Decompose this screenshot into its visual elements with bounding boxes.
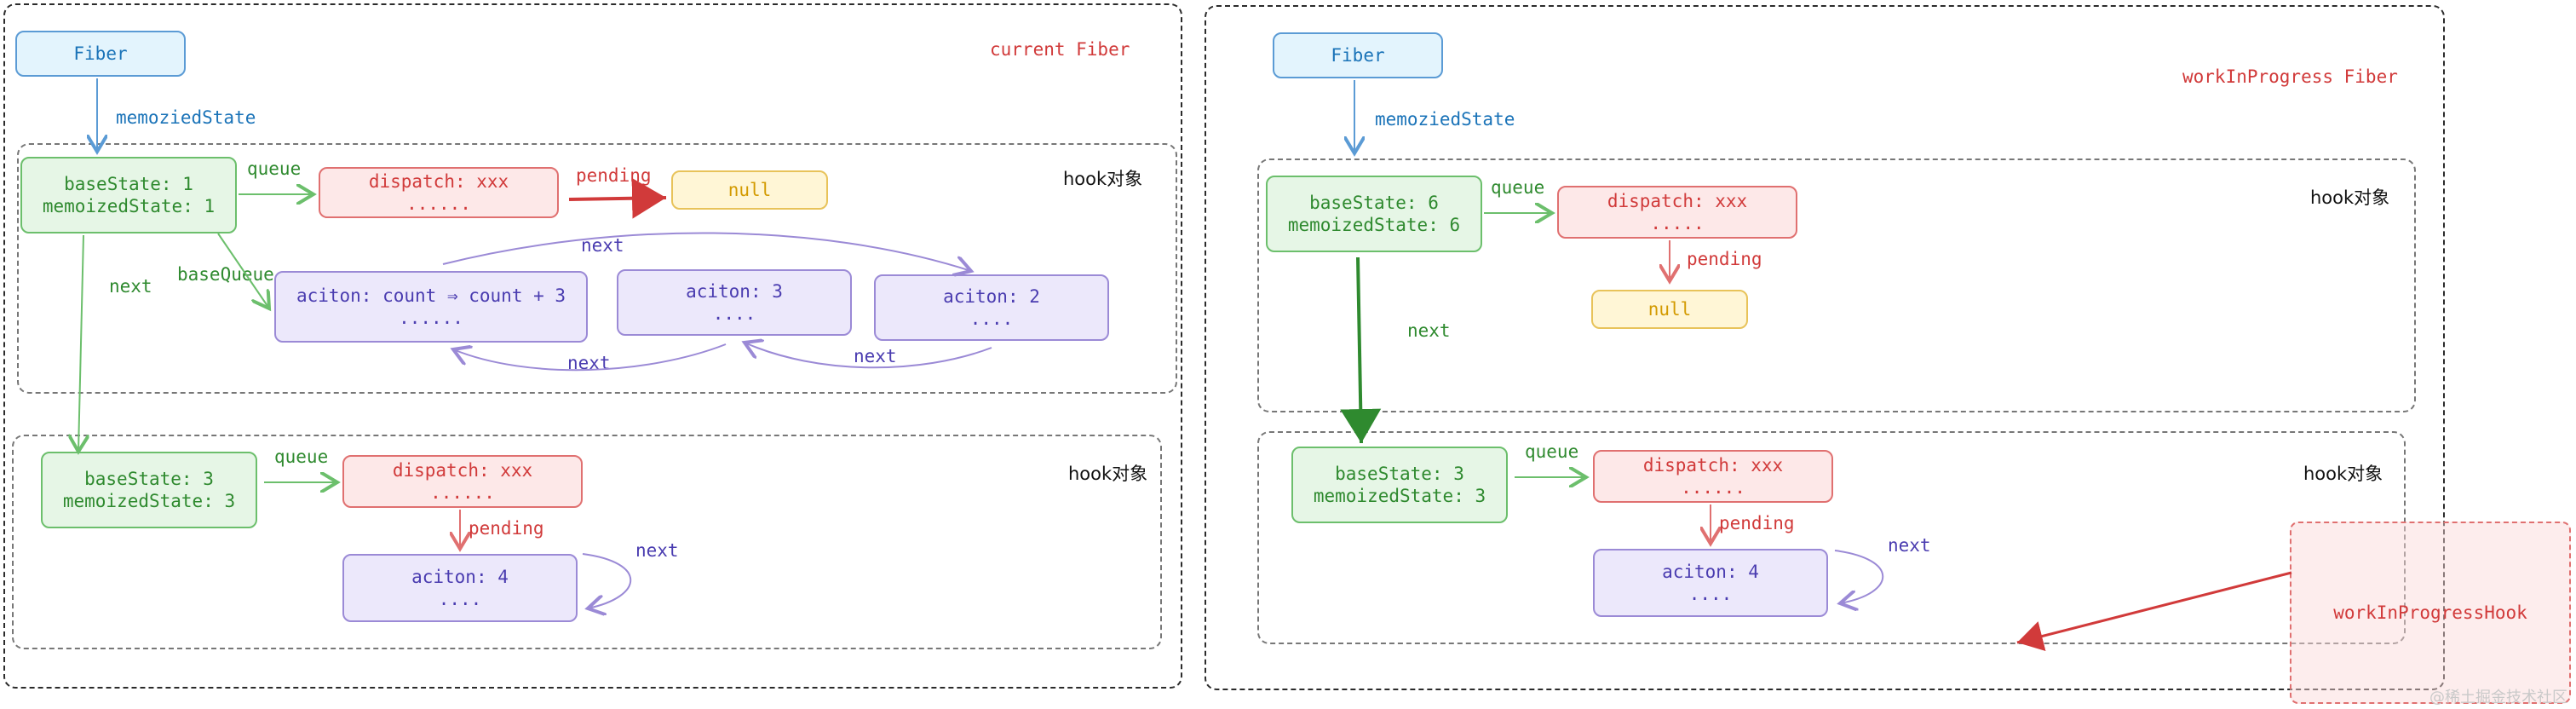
right-hook1-pending-label: pending xyxy=(1687,249,1762,269)
arrow-right-self-next xyxy=(1834,550,1884,603)
right-hook2-dispatch: dispatch: xxx ...... xyxy=(1593,450,1833,503)
right-hook2-pending-label: pending xyxy=(1719,513,1795,533)
left-hook1-tag: hook对象 xyxy=(1063,169,1143,189)
left-hook1-next-label: next xyxy=(109,276,152,297)
memoized-state-label-right: memoziedState xyxy=(1375,109,1515,130)
left-action-1: aciton: count ⇒ count + 3 ...... xyxy=(274,271,588,343)
arrow-left-action-next-top xyxy=(442,232,971,271)
arrow-wip-hook-pointer xyxy=(2016,571,2292,652)
right-hook1-null: null xyxy=(1591,290,1748,329)
arrow-left-self-next xyxy=(582,553,632,608)
left-hook1-null: null xyxy=(671,170,828,210)
current-fiber-title: current Fiber xyxy=(990,39,1130,60)
right-hook2-state: baseState: 3 memoizedState: 3 xyxy=(1291,447,1508,523)
arrow-right-hook-next xyxy=(1340,257,1382,444)
right-hook2-action: aciton: 4 .... xyxy=(1593,549,1828,617)
memoized-state-label-left: memoziedState xyxy=(116,107,256,128)
left-hook1-dispatch: dispatch: xxx ...... xyxy=(319,167,559,218)
right-hook2-tag: hook对象 xyxy=(2303,464,2383,484)
left-hook2-pending-label: pending xyxy=(469,518,544,539)
right-hook2-box xyxy=(1257,431,2406,644)
arrow-left-base-queue xyxy=(217,233,269,308)
left-action-2: aciton: 3 .... xyxy=(617,269,852,336)
arrow-left-pending-null xyxy=(568,177,667,219)
left-base-queue-label: baseQueue xyxy=(177,264,274,285)
left-hook2-dispatch: dispatch: xxx ...... xyxy=(342,455,583,508)
arrow-left-action-next-b1 xyxy=(453,343,727,372)
left-hook1-state: baseState: 1 memoizedState: 1 xyxy=(20,157,237,233)
left-hook2-box xyxy=(12,435,1162,649)
watermark: @稀土掘金技术社区 xyxy=(2429,689,2567,706)
left-hook2-next-label: next xyxy=(635,540,679,561)
left-hook2-queue-label: queue xyxy=(274,447,329,467)
fiber-node-left: Fiber xyxy=(15,31,186,77)
left-hook1-queue-label: queue xyxy=(247,159,302,179)
left-action-3: aciton: 2 .... xyxy=(874,274,1109,341)
fiber-node-right: Fiber xyxy=(1273,32,1443,78)
right-hook2-next-label: next xyxy=(1888,535,1931,556)
left-action-next-bottom-2: next xyxy=(854,346,897,366)
right-hook1-next-label: next xyxy=(1407,320,1451,341)
wip-fiber-frame xyxy=(1205,5,2445,690)
left-hook2-action: aciton: 4 .... xyxy=(342,554,578,622)
right-hook1-dispatch: dispatch: xxx ..... xyxy=(1557,186,1797,239)
arrow-left-action-next-b2 xyxy=(745,343,992,369)
current-fiber-frame xyxy=(3,3,1182,689)
right-hook1-box xyxy=(1257,159,2416,412)
arrow-left-hook-next xyxy=(78,234,83,452)
left-hook2-tag: hook对象 xyxy=(1068,464,1148,484)
left-hook2-state: baseState: 3 memoizedState: 3 xyxy=(41,452,257,528)
wip-fiber-title: workInProgress Fiber xyxy=(2182,66,2398,87)
right-hook1-queue-label: queue xyxy=(1491,177,1545,198)
work-in-progress-hook: workInProgressHook xyxy=(2290,522,2571,704)
left-hook1-box xyxy=(17,143,1177,394)
right-hook1-tag: hook对象 xyxy=(2310,187,2390,208)
right-hook2-queue-label: queue xyxy=(1525,441,1579,462)
right-hook1-state: baseState: 6 memoizedState: 6 xyxy=(1266,176,1482,252)
